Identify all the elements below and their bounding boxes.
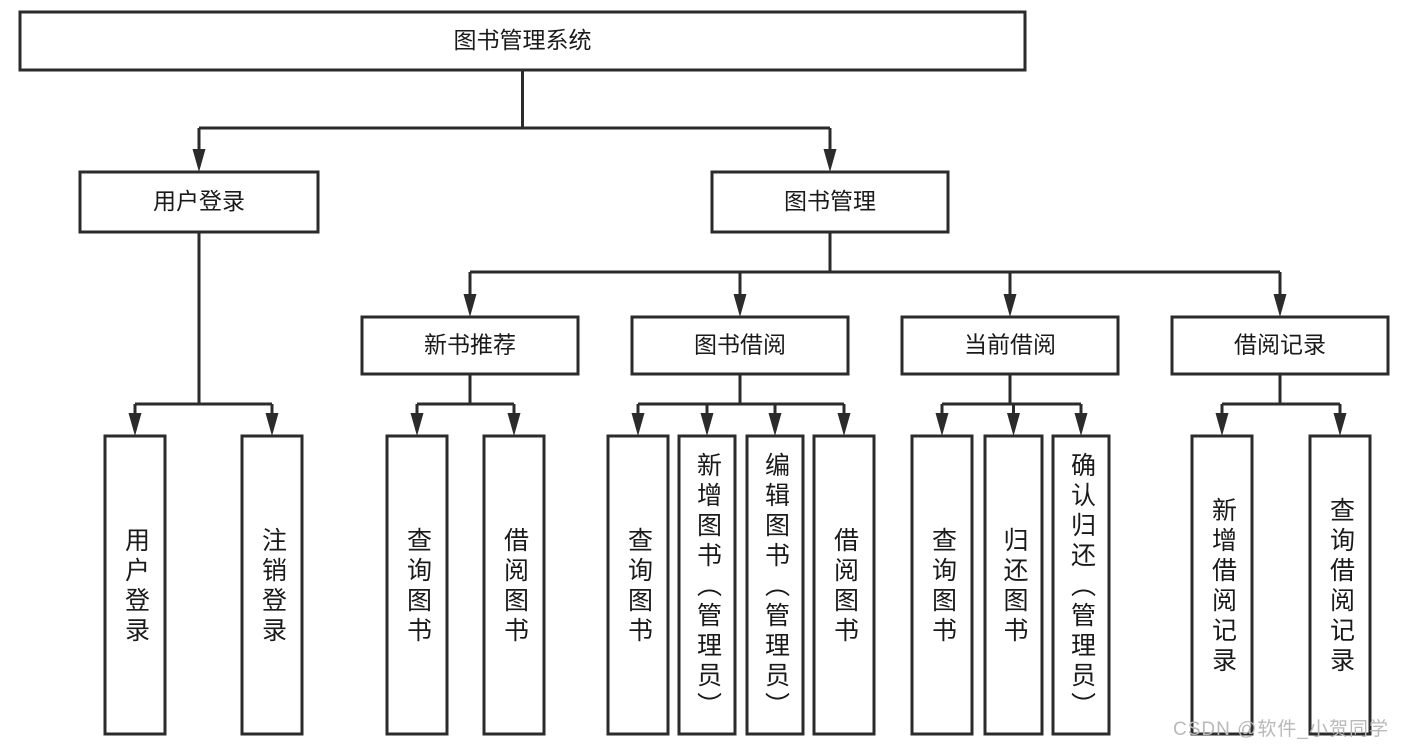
node-box-book-manage[interactable] bbox=[710, 170, 950, 234]
node-box-borrow-record[interactable] bbox=[1170, 315, 1390, 376]
node-label-borrow-record: 借阅记录 bbox=[1234, 332, 1326, 358]
arrow-icon-new-book-recommend bbox=[463, 294, 477, 317]
node-box-leaf-confirm-return[interactable] bbox=[1051, 434, 1111, 736]
boxes-layer bbox=[18, 10, 1390, 736]
arrow-icon-current-borrow bbox=[1003, 294, 1017, 317]
arrow-icon-borrow-record bbox=[1273, 294, 1287, 317]
arrow-icon-leaf-add-borrow-record bbox=[1215, 413, 1229, 436]
node-label-current-borrow: 当前借阅 bbox=[964, 332, 1056, 358]
arrow-icon-leaf-add-book-admin bbox=[700, 413, 714, 436]
node-label-book-manage: 图书管理 bbox=[784, 188, 876, 214]
node-box-leaf-logout[interactable] bbox=[240, 434, 304, 736]
node-box-leaf-query-book-1[interactable] bbox=[385, 434, 449, 736]
arrow-icon-leaf-edit-book-admin bbox=[768, 413, 782, 436]
node-box-leaf-add-book-admin[interactable] bbox=[677, 434, 737, 736]
node-box-new-book-recommend[interactable] bbox=[360, 315, 580, 376]
arrow-icon-leaf-logout bbox=[265, 413, 279, 436]
arrow-icon-book-manage bbox=[823, 149, 837, 172]
node-box-leaf-borrow-book-2[interactable] bbox=[812, 434, 876, 736]
node-box-leaf-return-book[interactable] bbox=[983, 434, 1044, 736]
node-box-root[interactable] bbox=[18, 10, 1027, 72]
arrow-icon-leaf-borrow-book-1 bbox=[507, 413, 521, 436]
arrow-icon-leaf-query-book-1 bbox=[410, 413, 424, 436]
node-label-book-borrow: 图书借阅 bbox=[694, 332, 786, 358]
node-box-leaf-add-borrow-record[interactable] bbox=[1190, 434, 1254, 736]
arrow-icon-leaf-borrow-book-2 bbox=[837, 413, 851, 436]
csdn-watermark: CSDN @软件_小贺同学 bbox=[1173, 719, 1389, 740]
arrow-icon-book-borrow bbox=[733, 294, 747, 317]
node-box-leaf-query-book-3[interactable] bbox=[910, 434, 974, 736]
connectors-layer bbox=[128, 70, 1347, 436]
arrow-icon-leaf-query-book-3 bbox=[935, 413, 949, 436]
node-box-leaf-borrow-book-1[interactable] bbox=[482, 434, 546, 736]
node-label-root: 图书管理系统 bbox=[454, 27, 592, 53]
arrow-icon-leaf-confirm-return bbox=[1074, 413, 1088, 436]
node-box-book-borrow[interactable] bbox=[630, 315, 850, 376]
node-box-current-borrow[interactable] bbox=[900, 315, 1120, 376]
node-box-user-login[interactable] bbox=[78, 170, 320, 234]
node-box-leaf-query-borrow-record[interactable] bbox=[1308, 434, 1372, 736]
arrow-icon-user-login bbox=[192, 149, 206, 172]
arrow-icon-leaf-user-login bbox=[128, 413, 142, 436]
node-box-leaf-user-login[interactable] bbox=[103, 434, 167, 736]
node-box-leaf-edit-book-admin[interactable] bbox=[745, 434, 805, 736]
node-label-user-login: 用户登录 bbox=[153, 188, 245, 214]
arrow-icon-leaf-query-borrow-record bbox=[1333, 413, 1347, 436]
arrow-icon-leaf-query-book-2 bbox=[631, 413, 645, 436]
node-label-new-book-recommend: 新书推荐 bbox=[424, 332, 516, 358]
arrow-icon-leaf-return-book bbox=[1007, 413, 1020, 436]
node-box-leaf-query-book-2[interactable] bbox=[606, 434, 670, 736]
